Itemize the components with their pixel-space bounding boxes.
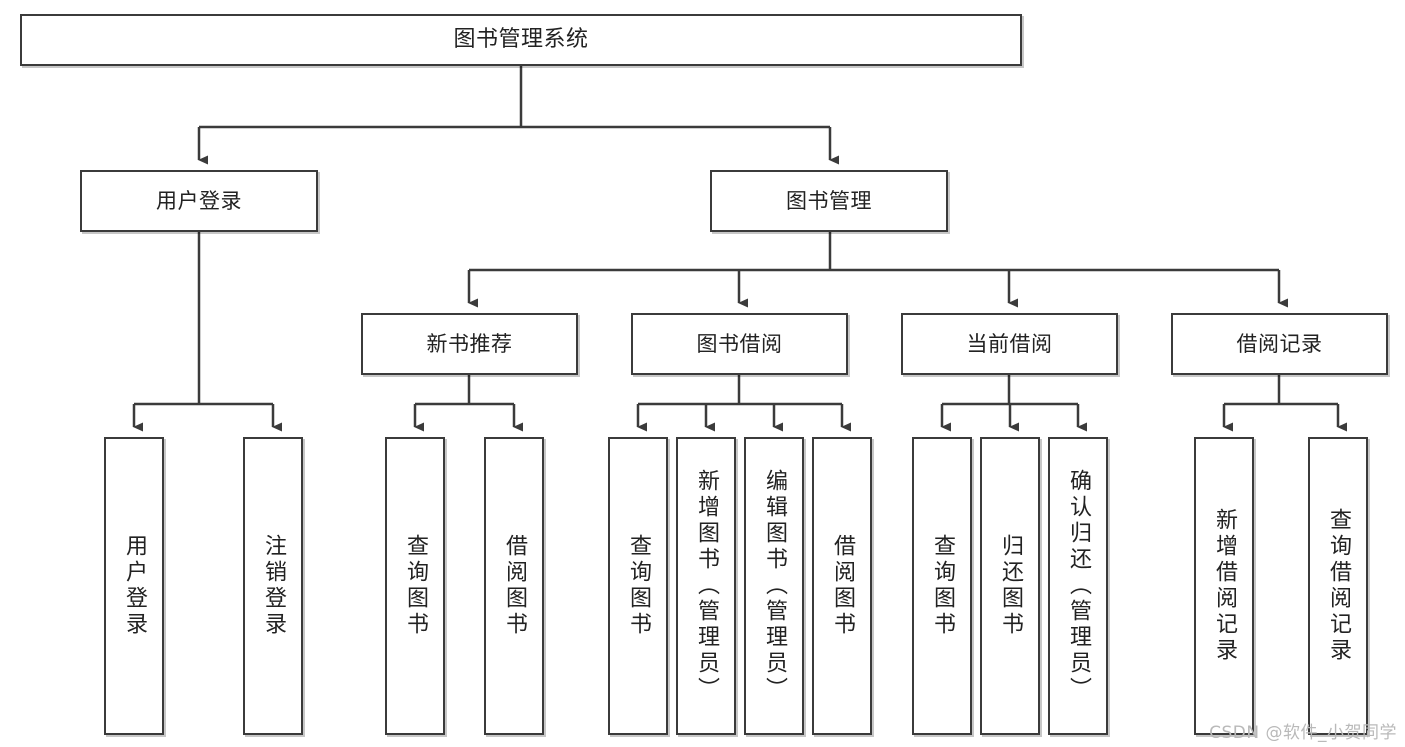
node-label: 查询图书 xyxy=(930,534,955,638)
node-label: 当前借阅 xyxy=(966,331,1053,356)
node-label: 新增图书（管理员） xyxy=(694,469,719,703)
node-leaf-add-book[interactable]: 新增图书（管理员） xyxy=(676,437,736,735)
node-label: 查询借阅记录 xyxy=(1326,508,1351,664)
node-user-login[interactable]: 用户登录 xyxy=(80,170,318,232)
node-label: 新增借阅记录 xyxy=(1212,508,1237,664)
node-label: 图书借阅 xyxy=(696,331,783,356)
node-label: 编辑图书（管理员） xyxy=(762,469,787,703)
node-label: 借阅记录 xyxy=(1236,331,1323,356)
node-current-borrow[interactable]: 当前借阅 xyxy=(901,313,1118,375)
node-new-book-recommend[interactable]: 新书推荐 xyxy=(361,313,578,375)
node-leaf-query-book-2[interactable]: 查询图书 xyxy=(608,437,668,735)
node-leaf-borrow-book-1[interactable]: 借阅图书 xyxy=(484,437,544,735)
node-label: 注销登录 xyxy=(261,534,286,638)
node-leaf-query-book-3[interactable]: 查询图书 xyxy=(912,437,972,735)
node-leaf-confirm-return[interactable]: 确认归还（管理员） xyxy=(1048,437,1108,735)
node-label: 确认归还（管理员） xyxy=(1066,469,1091,703)
node-leaf-query-record[interactable]: 查询借阅记录 xyxy=(1308,437,1368,735)
watermark-text: CSDN @软件_小贺同学 xyxy=(1209,723,1397,743)
node-root-system[interactable]: 图书管理系统 xyxy=(20,14,1022,66)
node-label: 查询图书 xyxy=(626,534,651,638)
node-leaf-add-record[interactable]: 新增借阅记录 xyxy=(1194,437,1254,735)
node-book-borrow[interactable]: 图书借阅 xyxy=(631,313,848,375)
node-label: 用户登录 xyxy=(156,188,242,213)
node-label: 图书管理系统 xyxy=(453,27,589,53)
node-leaf-edit-book[interactable]: 编辑图书（管理员） xyxy=(744,437,804,735)
node-label: 借阅图书 xyxy=(830,534,855,638)
node-label: 新书推荐 xyxy=(426,331,513,356)
node-label: 查询图书 xyxy=(403,534,428,638)
node-leaf-return-book[interactable]: 归还图书 xyxy=(980,437,1040,735)
node-leaf-borrow-book-2[interactable]: 借阅图书 xyxy=(812,437,872,735)
node-label: 用户登录 xyxy=(122,534,147,638)
node-book-management[interactable]: 图书管理 xyxy=(710,170,948,232)
node-label: 归还图书 xyxy=(998,534,1023,638)
node-borrow-record[interactable]: 借阅记录 xyxy=(1171,313,1388,375)
node-leaf-user-login[interactable]: 用户登录 xyxy=(104,437,164,735)
node-label: 借阅图书 xyxy=(502,534,527,638)
node-label: 图书管理 xyxy=(786,188,872,213)
node-leaf-query-book-1[interactable]: 查询图书 xyxy=(385,437,445,735)
node-leaf-logout[interactable]: 注销登录 xyxy=(243,437,303,735)
